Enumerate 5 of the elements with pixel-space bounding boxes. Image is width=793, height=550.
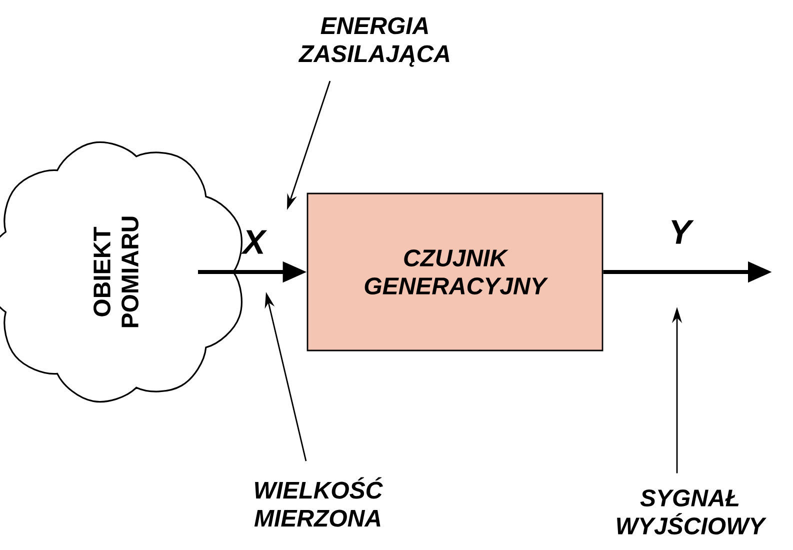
callout-text: SYGNAŁ WYJŚCIOWY <box>617 490 766 534</box>
process-box: CZUJNIK GENERACYJNY <box>306 192 604 352</box>
signal-symbol: Y <box>672 220 694 244</box>
callout-text: WIELKOŚĆ MIERZONA <box>254 477 383 527</box>
callout-text: ENERGIA ZASILAJĄCA <box>298 17 450 67</box>
